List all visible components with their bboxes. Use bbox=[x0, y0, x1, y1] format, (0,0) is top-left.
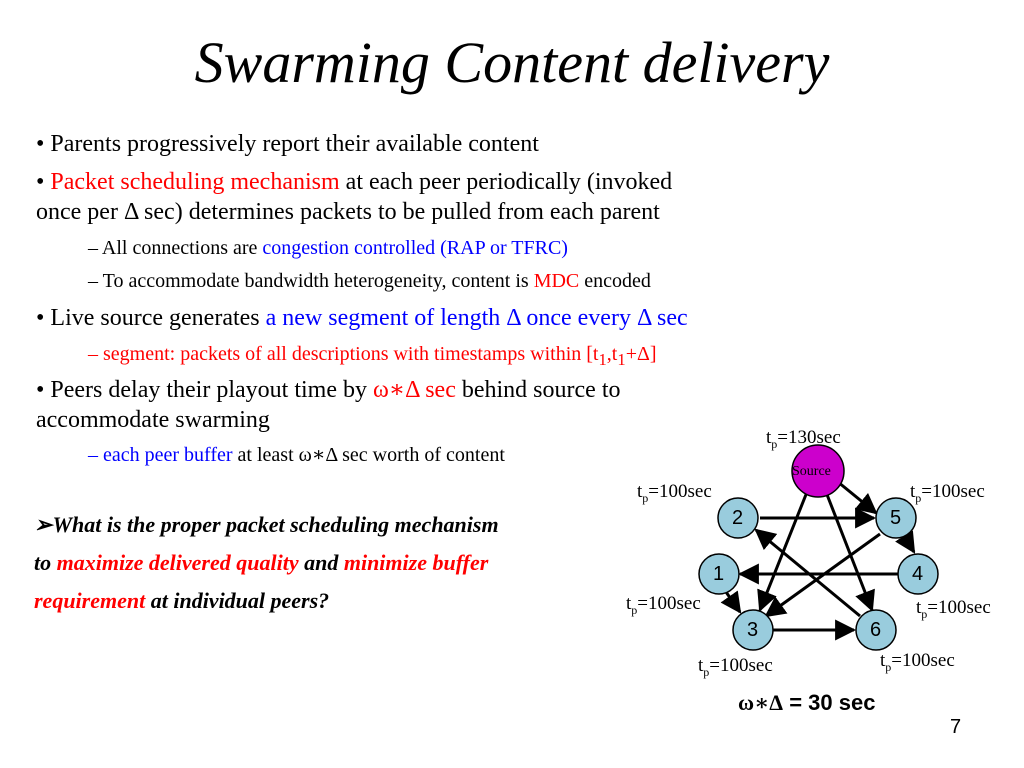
node-5-label: 5 bbox=[890, 507, 902, 529]
node-5-playout-time: tp=100sec bbox=[910, 481, 985, 509]
bullet-text: • Peers delay their playout time by bbox=[36, 377, 373, 403]
segment-def: +Δ] bbox=[625, 343, 657, 365]
sub-bullet-mdc: – To accommodate bandwidth heterogeneity… bbox=[88, 268, 651, 294]
p-subscript: p bbox=[915, 490, 922, 505]
bullet-text: • Live source generates bbox=[36, 305, 266, 331]
node-6-label: 6 bbox=[870, 619, 882, 641]
question-text: at individual peers? bbox=[145, 588, 330, 613]
time-value: =100sec bbox=[709, 655, 773, 676]
congestion-highlight: congestion controlled (RAP or TFRC) bbox=[262, 237, 568, 259]
node-3 bbox=[732, 609, 774, 651]
sub-bullet-buffer: – each peer buffer at least ω∗Δ sec wort… bbox=[88, 442, 505, 468]
formula-value: = 30 sec bbox=[783, 690, 876, 715]
time-value: =100sec bbox=[637, 593, 701, 614]
subscript: 1 bbox=[598, 350, 607, 369]
node-1-playout-time: tp=100sec bbox=[626, 593, 701, 621]
question-text: What is the proper packet scheduling mec… bbox=[52, 512, 499, 537]
bullet-packet-scheduling-line2: once per Δ sec) determines packets to be… bbox=[36, 199, 660, 225]
bullet-playout-delay: • Peers delay their playout time by ω∗Δ … bbox=[36, 375, 620, 405]
t-symbol: t bbox=[880, 650, 886, 671]
buffer-highlight: – each peer buffer bbox=[88, 444, 233, 466]
node-3-label: 3 bbox=[747, 619, 759, 641]
time-value: =100sec bbox=[648, 481, 712, 502]
node-6-playout-time: tp=100sec bbox=[880, 650, 955, 678]
source-label: Source bbox=[792, 464, 831, 479]
packet-scheduling-highlight: Packet scheduling mechanism bbox=[50, 169, 340, 195]
p-subscript: p bbox=[885, 659, 892, 674]
edge-5-4 bbox=[895, 530, 916, 554]
segment-def: segment: packets of all descriptions wit… bbox=[103, 343, 599, 365]
edge-6-2 bbox=[754, 528, 861, 618]
t-symbol: t bbox=[916, 597, 922, 618]
node-1 bbox=[698, 553, 740, 595]
question-text: to bbox=[34, 550, 57, 575]
question-text: and bbox=[298, 550, 344, 575]
segment-def: ,t bbox=[606, 343, 618, 365]
mdc-highlight: MDC bbox=[533, 270, 580, 292]
buffer-formula: ω∗Δ = 30 sec bbox=[738, 690, 875, 716]
slide-title: Swarming Content delivery bbox=[194, 30, 830, 95]
page-number: 7 bbox=[950, 716, 962, 738]
node-5 bbox=[875, 497, 917, 539]
t-symbol: t bbox=[766, 427, 772, 448]
p-subscript: p bbox=[771, 436, 778, 451]
maximize-quality-highlight: maximize delivered quality bbox=[56, 550, 299, 575]
node-4 bbox=[897, 553, 939, 595]
edge-source-5 bbox=[837, 480, 878, 515]
node-2-label: 2 bbox=[732, 507, 744, 529]
node-3-playout-time: tp=100sec bbox=[698, 655, 773, 683]
edge-source-6 bbox=[824, 491, 875, 612]
time-value: =130sec bbox=[777, 427, 841, 448]
arrow-bullet-icon: ➢ bbox=[34, 512, 53, 537]
delay-highlight: ω∗Δ sec bbox=[372, 377, 456, 403]
p-subscript: p bbox=[631, 602, 638, 617]
bullet-mark: • bbox=[36, 169, 51, 195]
sub-bullet-segment: – segment: packets of all descriptions w… bbox=[88, 341, 657, 373]
source-playout-time: tp=130sec bbox=[766, 427, 841, 455]
subscript: 1 bbox=[617, 350, 626, 369]
edge-1-3 bbox=[720, 590, 742, 614]
t-symbol: t bbox=[626, 593, 632, 614]
node-1-label: 1 bbox=[713, 563, 725, 585]
node-source bbox=[791, 444, 845, 498]
time-value: =100sec bbox=[891, 650, 955, 671]
bullet-playout-delay-line2: accommodate swarming bbox=[36, 407, 270, 433]
p-subscript: p bbox=[921, 606, 928, 621]
time-value: =100sec bbox=[927, 597, 991, 618]
p-subscript: p bbox=[642, 490, 649, 505]
t-symbol: t bbox=[637, 481, 643, 502]
bullet-packet-scheduling: • Packet scheduling mechanism at each pe… bbox=[36, 167, 672, 197]
segment-highlight: a new segment of length Δ once every Δ s… bbox=[265, 305, 688, 331]
bullet-live-source: • Live source generates a new segment of… bbox=[36, 303, 688, 333]
question-line3: requirement at individual peers? bbox=[34, 587, 329, 615]
t-symbol: t bbox=[698, 655, 704, 676]
p-subscript: p bbox=[703, 664, 710, 679]
node-4-playout-time: tp=100sec bbox=[916, 597, 991, 625]
question-line1: ➢What is the proper packet scheduling me… bbox=[34, 511, 499, 539]
sub-text: encoded bbox=[579, 270, 651, 292]
node-2 bbox=[717, 497, 759, 539]
requirement-highlight: requirement bbox=[34, 588, 146, 613]
sub-text: at least ω∗Δ sec worth of content bbox=[232, 444, 505, 466]
time-value: =100sec bbox=[921, 481, 985, 502]
node-6 bbox=[855, 609, 897, 651]
edge-5-3 bbox=[764, 532, 881, 618]
sub-bullet-congestion: – All connections are congestion control… bbox=[88, 235, 568, 261]
bullet-parents-report: • Parents progressively report their ava… bbox=[36, 131, 539, 157]
minimize-buffer-highlight: minimize buffer bbox=[343, 550, 489, 575]
formula-symbols: ω∗Δ bbox=[738, 690, 784, 715]
question-line2: to maximize delivered quality and minimi… bbox=[34, 549, 488, 577]
bullet-text: at each peer periodically (invoked bbox=[339, 169, 673, 195]
bullet-text: behind source to bbox=[455, 377, 621, 403]
sub-text: – All connections are bbox=[88, 237, 263, 259]
sub-text: – To accommodate bandwidth heterogeneity… bbox=[88, 270, 534, 292]
t-symbol: t bbox=[910, 481, 916, 502]
node-2-playout-time: tp=100sec bbox=[637, 481, 712, 509]
sub-dash: – bbox=[88, 343, 103, 365]
node-4-label: 4 bbox=[912, 563, 924, 585]
